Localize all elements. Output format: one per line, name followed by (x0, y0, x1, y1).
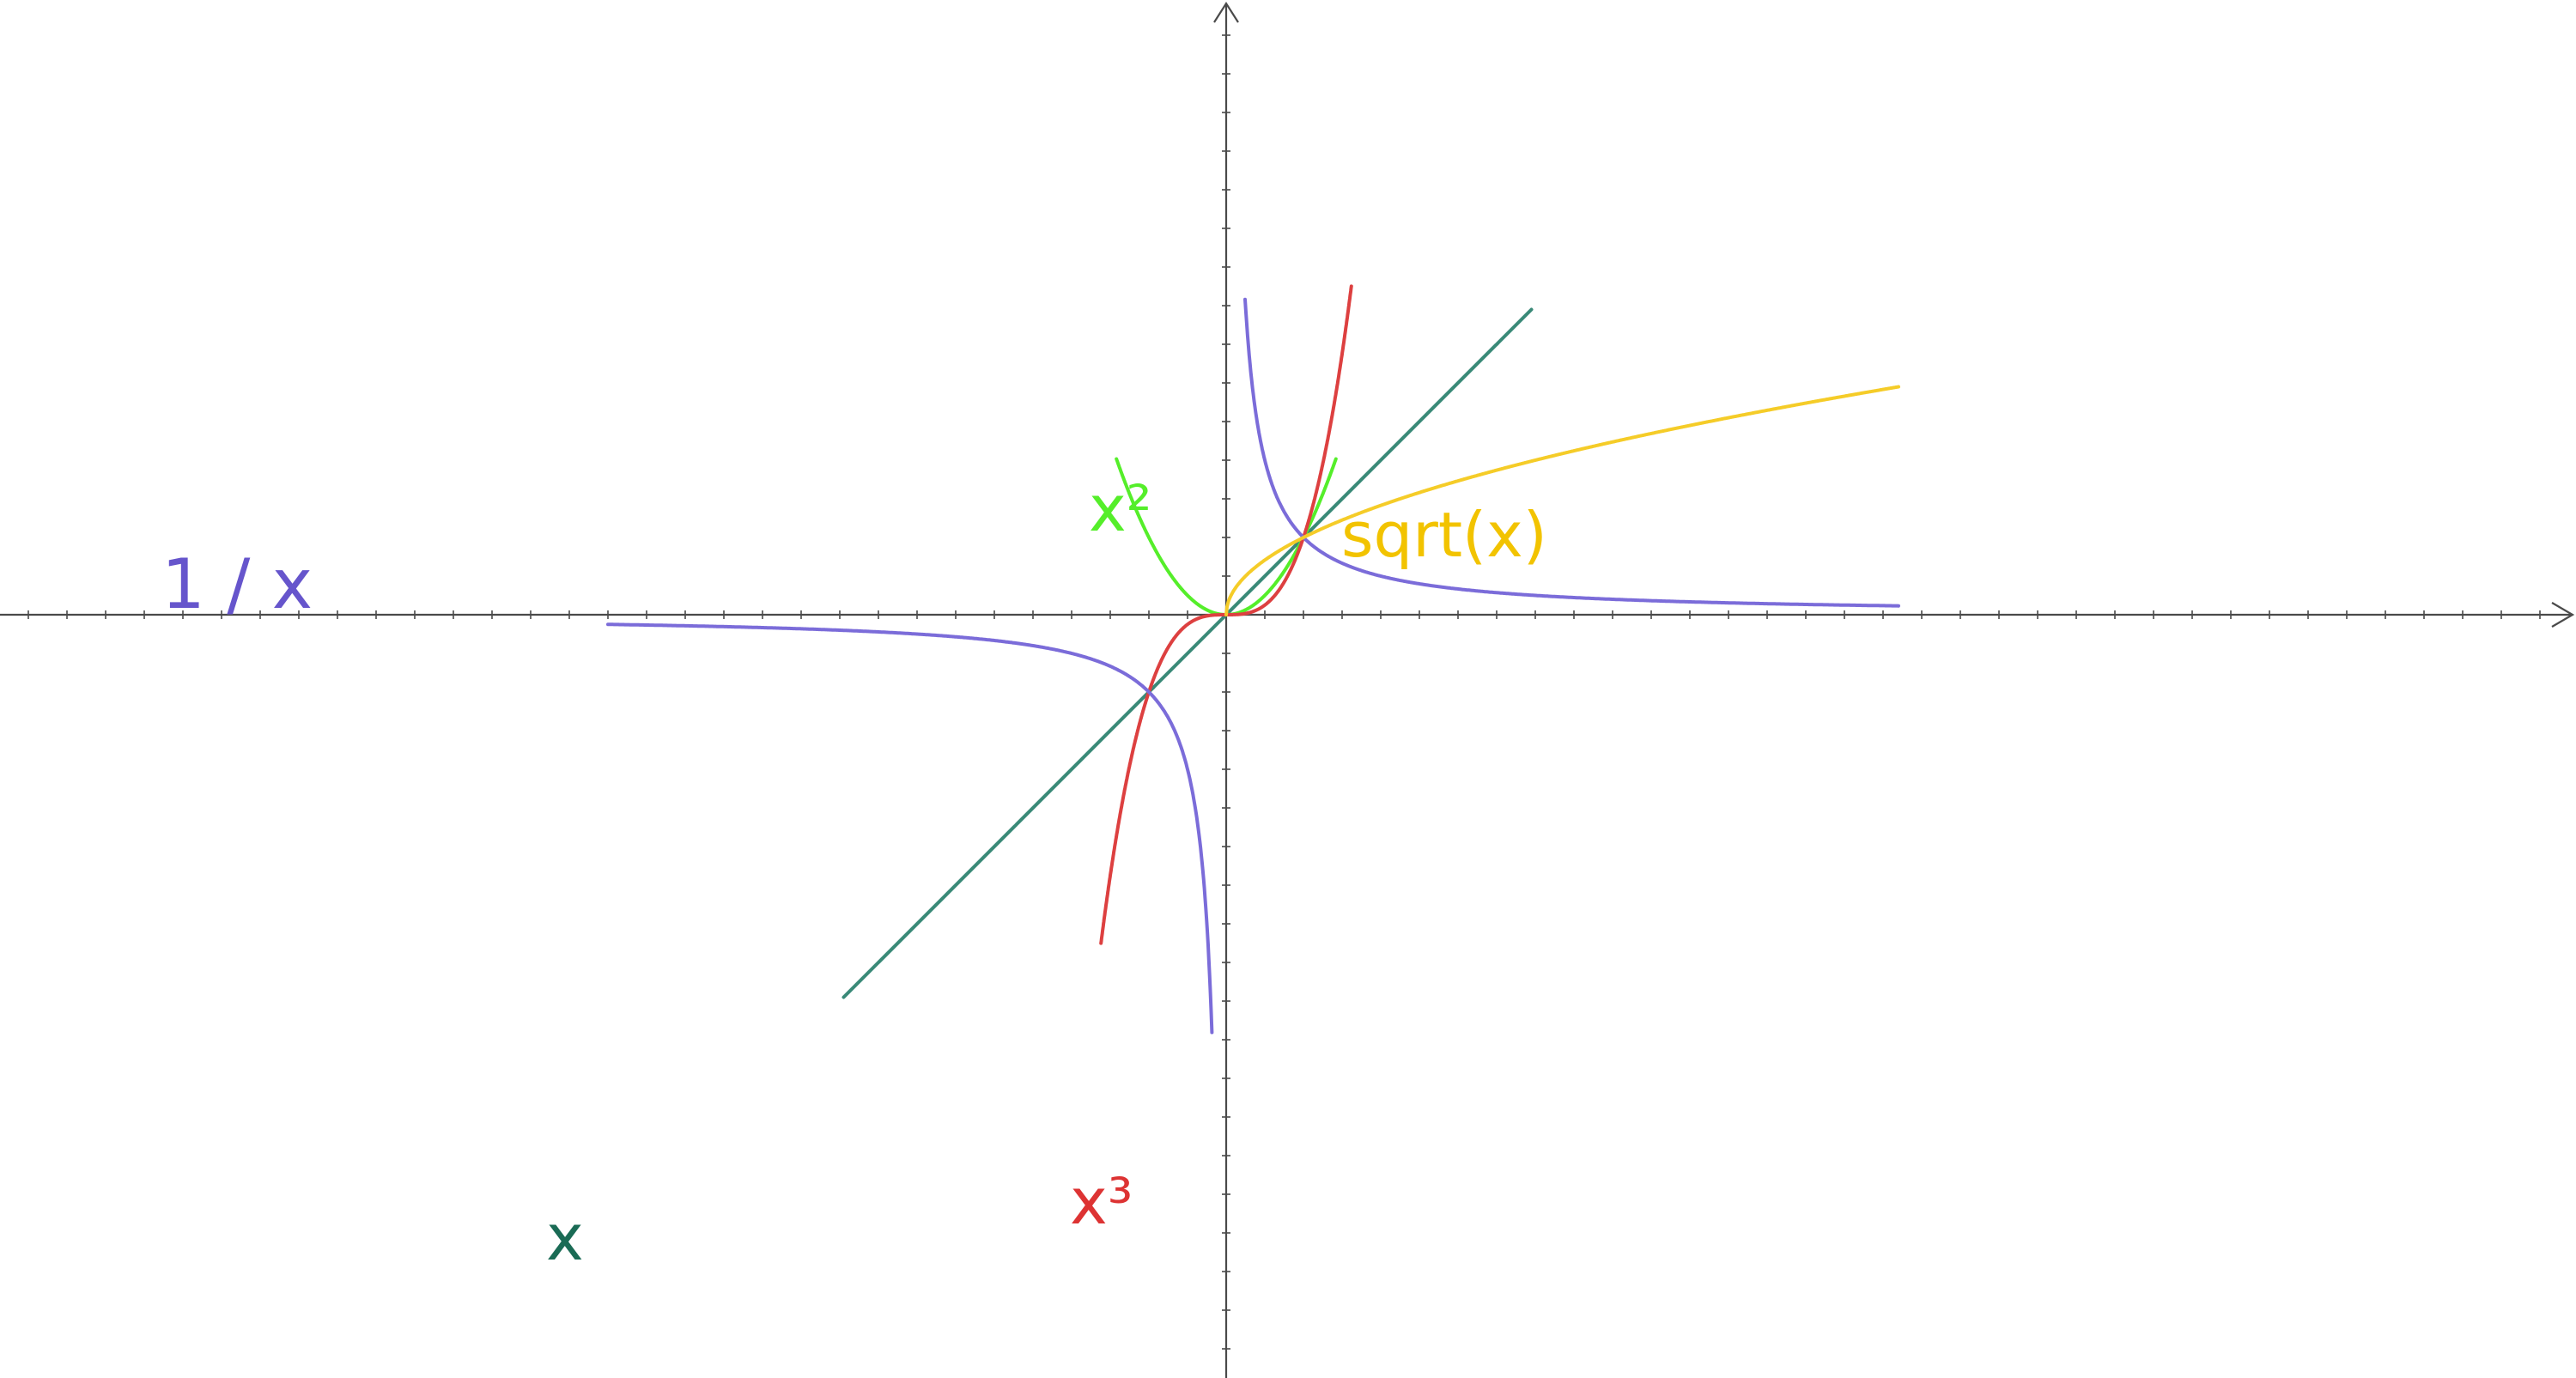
label-x2: x² (1089, 472, 1151, 546)
y-axis-arrow (1213, 1, 1239, 23)
label-x3: x³ (1070, 1165, 1133, 1239)
curve-x (841, 307, 1534, 999)
curves (606, 284, 1900, 1035)
curve-one-over-x (606, 622, 1214, 1035)
x-axis-arrow (2551, 602, 2575, 628)
curve-sqrt-x (1224, 385, 1900, 616)
curve-labels: x x² x³ 1 / x sqrt(x) (161, 472, 1547, 1275)
label-sqrt-x: sqrt(x) (1341, 499, 1547, 571)
curve-one-over-x (1243, 297, 1900, 608)
label-1-over-x: 1 / x (161, 544, 313, 624)
label-x: x (546, 1201, 584, 1275)
